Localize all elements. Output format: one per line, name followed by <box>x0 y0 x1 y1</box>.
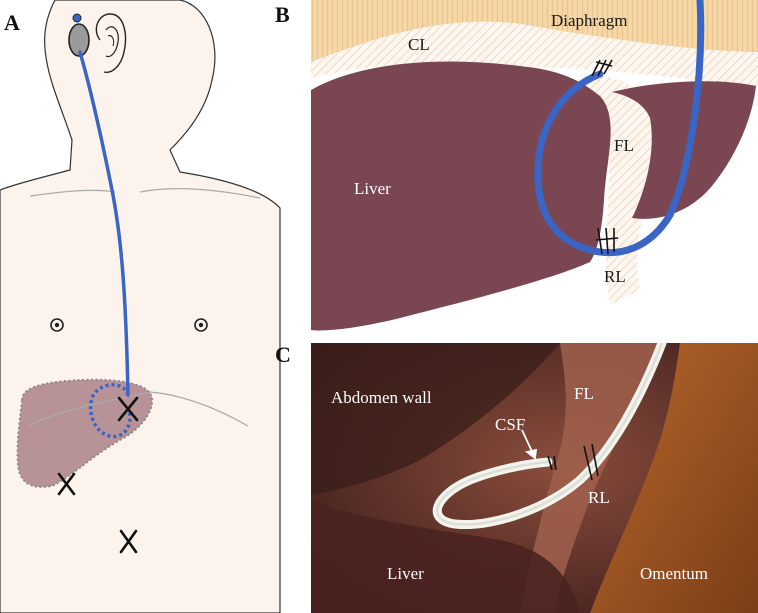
label-fl-c: FL <box>574 384 594 403</box>
label-fl-b: FL <box>614 136 634 155</box>
liver-b <box>311 61 611 331</box>
label-cl: CL <box>408 35 430 54</box>
label-rl-b: RL <box>604 267 626 286</box>
falciform-photo <box>520 343 660 613</box>
diaphragm <box>311 0 758 62</box>
liver-photo <box>311 500 580 613</box>
panel-letter-b: B <box>275 2 290 27</box>
label-abdomen-wall: Abdomen wall <box>331 388 432 407</box>
coronary-ligament <box>311 21 758 88</box>
ear <box>95 13 127 73</box>
catheter-b <box>534 0 705 257</box>
shunt-reservoir <box>72 13 82 23</box>
port-mark-3 <box>119 529 138 554</box>
panel-letter-a: A <box>4 10 20 35</box>
liver-left-lobe <box>612 81 756 219</box>
panel-letter-c: C <box>275 342 291 367</box>
csf-arrow <box>521 429 538 460</box>
label-liver-c: Liver <box>387 564 424 583</box>
label-liver-b: Liver <box>354 179 391 198</box>
nipple-right <box>194 318 208 332</box>
panel-c: Abdomen wall FL CSF RL Liver Omentum <box>311 343 758 613</box>
label-rl-c: RL <box>588 488 610 507</box>
panel-b: Diaphragm CL Liver FL RL <box>311 0 758 335</box>
panel-a: A <box>0 0 281 613</box>
nipple-left <box>50 318 64 332</box>
liver-outline-a <box>16 378 153 488</box>
port-mark-2 <box>57 472 76 496</box>
label-csf: CSF <box>495 415 525 434</box>
body-silhouette <box>0 0 281 613</box>
omentum-photo <box>590 343 758 613</box>
catheter-a <box>78 50 130 397</box>
label-diaphragm: Diaphragm <box>551 11 627 30</box>
suture-lower <box>595 227 619 255</box>
port-mark-1 <box>117 396 139 422</box>
falciform-ligament <box>585 75 656 305</box>
shunt-valve <box>68 23 90 57</box>
suture-upper <box>591 59 613 77</box>
catheter-loop-a <box>88 383 132 439</box>
label-omentum: Omentum <box>640 564 708 583</box>
